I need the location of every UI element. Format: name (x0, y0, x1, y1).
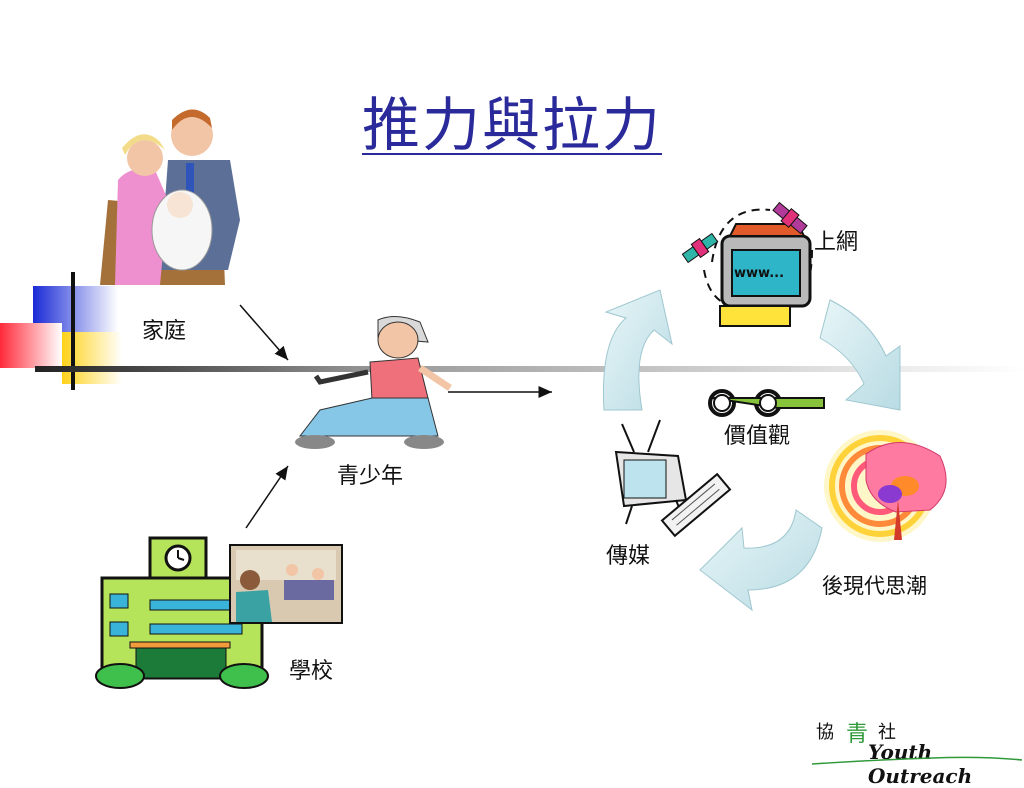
glasses-icon (708, 389, 825, 417)
family-icon (100, 109, 240, 285)
monitor-text: www... (734, 266, 785, 281)
organization-logo: 協 青 社 Youth Outreach (812, 714, 1022, 788)
slide-graphics (0, 109, 1024, 689)
corner-decoration (0, 272, 122, 390)
school-icon (95, 536, 343, 689)
label-family: 家庭 (142, 319, 187, 344)
label-youth: 青少年 (337, 464, 404, 489)
school-arrow (245, 465, 289, 529)
logo-char-2: 青 (846, 722, 869, 747)
internet-icon (681, 201, 813, 327)
label-media: 傳媒 (606, 544, 651, 569)
youth-icon (295, 316, 452, 449)
logo-char-1: 協 (816, 722, 834, 743)
cycle-arrows (603, 289, 901, 612)
page-title: 推力與拉力 (361, 91, 662, 159)
label-postmodern: 後現代思潮 (822, 574, 927, 598)
media-icon (614, 419, 732, 538)
label-internet: 上網 (814, 230, 859, 255)
divider-line (35, 366, 1024, 372)
label-school: 學校 (289, 659, 334, 684)
label-values: 價值觀 (724, 424, 791, 449)
logo-char-3: 社 (878, 722, 896, 743)
family-arrow (239, 304, 289, 361)
logo-swoosh (812, 756, 1022, 765)
brain-icon (824, 430, 947, 542)
